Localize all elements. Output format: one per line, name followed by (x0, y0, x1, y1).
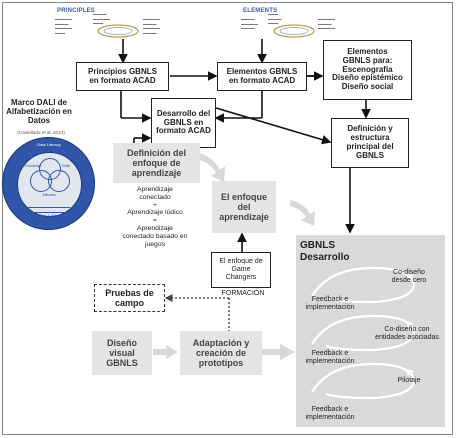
box-definicion-enfoque: Definición del enfoque de aprendizaje (113, 143, 200, 183)
gbnls-step-3-left: Feedback e implementación (305, 406, 355, 422)
box-principios-acad: Principios GBNLS en formato ACAD (76, 62, 169, 91)
gbnls-step-1-right: Co-diseño desde cero (391, 269, 427, 285)
box-definicion-estructura: Definición y estructura principal del GB… (331, 118, 409, 168)
marco-ring-text: Data Literacy (37, 142, 61, 147)
principles-title: PRINCIPLES (57, 8, 96, 14)
principles-list-left: ▬▬▬▬▬ ▬▬▬▬ ▬▬▬▬▬ ▬▬▬ (55, 17, 72, 35)
marco-title: Marco DALI de Alfabetización en Datos (6, 98, 72, 126)
box-enfoque-aprendizaje: El enfoque del aprendizaje (212, 181, 276, 233)
box-enfoque-game-changers: El enfoque de Game Changers (211, 252, 271, 288)
principles-list-top: ▬▬▬▬ ▬▬▬▬▬ ▬▬▬ (93, 12, 110, 26)
principles-list-right: ▬▬▬▬▬ ▬▬▬▬ ▬▬▬▬▬ ▬▬▬▬ (143, 17, 160, 35)
marco-dali-circle: Data Literacy Knowledge Skills Attitudes… (2, 137, 95, 230)
marco-citation: (Castellado et al, 2024) (17, 130, 65, 135)
gbnls-step-1-left: Feedback e implementación (305, 296, 355, 312)
box-elementos-acad: Elementos GBNLS en formato ACAD (217, 62, 307, 91)
label-formacion: FORMACIÓN (221, 290, 265, 297)
gbnls-step-2-right: Co-diseño con entidades asociadas (375, 326, 439, 342)
gbnls-title: GBNLS Desarrollo (300, 240, 350, 263)
gray-flow-arrows (153, 153, 315, 360)
arrow-desarrollo-to-estructura (215, 107, 332, 145)
elements-list-left: ▬▬▬▬ ▬▬▬▬▬ ▬▬▬▬ (241, 17, 258, 31)
marco-segment-3: Attitudes (42, 193, 56, 197)
box-elementos-para: Elementos GBNLS para: Escenografía Diseñ… (323, 40, 412, 100)
marco-segment-1: Knowledge (24, 164, 42, 168)
box-pruebas-campo: Pruebas de campo (94, 284, 165, 312)
box-diseno-visual: Diseño visual GBNLS (92, 331, 152, 375)
box-desarrollo-acad: Desarrollo del GBNLS en formato ACAD (151, 98, 216, 148)
elements-thumbnail (273, 24, 315, 38)
elements-title: ELEMENTS (243, 8, 278, 14)
gbnls-step-3-right: Pilotaje (397, 377, 421, 384)
elements-list-right: ▬▬▬▬▬ ▬▬▬▬ ▬▬▬▬▬ (318, 17, 335, 31)
principles-thumbnail (97, 24, 139, 38)
box-adaptacion-prototipos: Adaptación y creación de prototipos (180, 331, 262, 375)
marco-base: Ethics & Values (36, 214, 62, 218)
gbnls-step-2-left: Feedback e implementación (305, 350, 355, 366)
elements-list-top: ▬▬▬ ▬▬▬▬ ▬▬▬ (268, 12, 282, 26)
learning-formula: Aprendizaje conectado + Aprendizaje lúdi… (122, 186, 188, 248)
diagram-frame (2, 2, 453, 435)
marco-segment-2: Skills (62, 164, 70, 168)
